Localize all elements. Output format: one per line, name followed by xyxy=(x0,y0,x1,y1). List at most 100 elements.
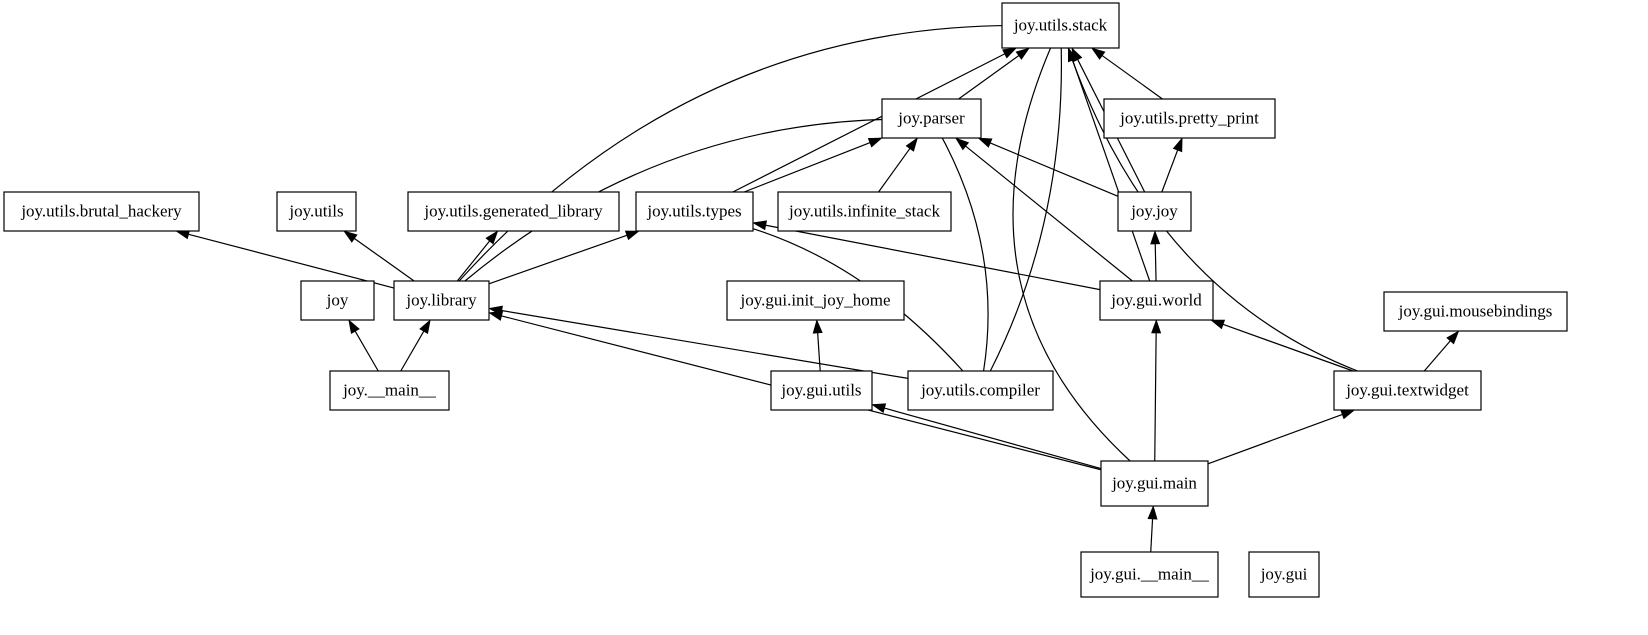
edge-gui_world-to-utils_types xyxy=(752,220,1101,291)
edge-line xyxy=(488,234,629,285)
node-box[interactable] xyxy=(1248,551,1320,598)
node-label: joy.gui.__main__ xyxy=(1089,564,1209,583)
edge-arrowhead xyxy=(488,311,504,321)
edge-line xyxy=(1154,330,1157,462)
edge-line xyxy=(988,141,1119,197)
edge-line xyxy=(1012,37,1131,462)
node-library[interactable]: joy.library xyxy=(393,280,490,321)
node-box[interactable] xyxy=(3,191,200,232)
edge-arrowhead xyxy=(867,137,883,148)
node-utils_types[interactable]: joy.utils.types xyxy=(635,191,754,232)
edge-arrowhead xyxy=(485,230,499,245)
node-utils_brutal[interactable]: joy.utils.brutal_hackery xyxy=(3,191,200,232)
node-label: joy.gui.init_joy_home xyxy=(739,290,890,309)
edge-utils_types-to-utils_stack xyxy=(732,47,1018,193)
edge-line xyxy=(1207,413,1345,465)
node-box[interactable] xyxy=(276,191,357,232)
node-utils_compiler[interactable]: joy.utils.compiler xyxy=(907,370,1054,411)
node-label: joy.utils.generated_library xyxy=(423,201,603,220)
edges-layer xyxy=(175,20,1460,553)
node-box[interactable] xyxy=(1080,551,1219,598)
edge-arrowhead xyxy=(624,230,640,241)
node-box[interactable] xyxy=(777,191,952,232)
node-joy_main[interactable]: joy.__main__ xyxy=(329,370,450,411)
edge-library-to-utils_genlib xyxy=(456,230,499,282)
edge-line xyxy=(1154,241,1157,282)
node-box[interactable] xyxy=(635,191,754,232)
edge-utils_compiler-to-utils_stack xyxy=(989,34,1066,372)
node-utils_pretty_print[interactable]: joy.utils.pretty_print xyxy=(1103,98,1276,139)
node-label: joy.gui.textwidget xyxy=(1345,380,1469,399)
node-box[interactable] xyxy=(407,191,620,232)
node-box[interactable] xyxy=(1117,191,1192,232)
node-gui_init_home[interactable]: joy.gui.init_joy_home xyxy=(726,280,905,321)
edge-line xyxy=(352,236,415,282)
node-label: joy.utils.brutal_hackery xyxy=(20,201,182,220)
edge-gui_dunder_main-to-gui_main xyxy=(1147,505,1158,553)
node-box[interactable] xyxy=(1103,98,1276,139)
edge-line xyxy=(499,309,909,379)
edge-line xyxy=(464,118,894,282)
node-label: joy.gui.world xyxy=(1110,290,1202,309)
edge-line xyxy=(186,233,395,289)
node-box[interactable] xyxy=(393,280,490,321)
edge-line xyxy=(1150,516,1154,553)
node-box[interactable] xyxy=(881,98,982,139)
edge-line xyxy=(1071,58,1151,282)
edge-library-to-utils_brutal xyxy=(175,229,395,289)
node-gui_utils[interactable]: joy.gui.utils xyxy=(770,370,873,411)
edge-arrowhead xyxy=(1151,319,1162,334)
edge-utils_types-to-parser xyxy=(743,137,883,193)
node-parser[interactable]: joy.parser xyxy=(881,98,982,139)
node-label: joy.joy xyxy=(1130,201,1178,220)
node-box[interactable] xyxy=(329,370,450,411)
node-box[interactable] xyxy=(1001,2,1120,49)
node-label: joy.utils xyxy=(288,201,343,220)
node-label: joy.utils.pretty_print xyxy=(1119,108,1259,127)
node-utils_genlib[interactable]: joy.utils.generated_library xyxy=(407,191,620,232)
node-label: joy.library xyxy=(405,290,477,309)
edge-line xyxy=(1161,148,1179,193)
edge-line xyxy=(763,224,1101,291)
node-gui_main[interactable]: joy.gui.main xyxy=(1100,460,1209,507)
edge-gui_textwidget-to-gui_mousebindings xyxy=(1423,330,1460,372)
node-label: joy.gui xyxy=(1260,564,1308,583)
edge-utils_pretty_print-to-utils_stack xyxy=(1090,47,1163,100)
node-box[interactable] xyxy=(907,370,1054,411)
edge-arrowhead xyxy=(752,220,768,231)
node-label: joy.utils.stack xyxy=(1013,15,1108,34)
node-joy_gui[interactable]: joy.gui xyxy=(1248,551,1320,598)
node-gui_textwidget[interactable]: joy.gui.textwidget xyxy=(1333,370,1482,411)
node-utils_stack[interactable]: joy.utils.stack xyxy=(1001,2,1120,49)
node-joy_joy[interactable]: joy.joy xyxy=(1117,191,1192,232)
edge-gui_main-to-gui_utils xyxy=(871,403,1102,470)
node-gui_world[interactable]: joy.gui.world xyxy=(1099,280,1214,321)
node-utils[interactable]: joy.utils xyxy=(276,191,357,232)
node-box[interactable] xyxy=(1099,280,1214,321)
edge-line xyxy=(1063,37,1358,372)
edge-arrowhead xyxy=(1340,409,1356,420)
node-box[interactable] xyxy=(1333,370,1482,411)
edge-utils_inf_stack-to-parser xyxy=(878,137,918,193)
node-gui_mousebindings[interactable]: joy.gui.mousebindings xyxy=(1383,291,1568,332)
edge-arrowhead xyxy=(343,230,358,243)
edge-line xyxy=(400,329,426,372)
node-utils_inf_stack[interactable]: joy.utils.infinite_stack xyxy=(777,191,952,232)
node-box[interactable] xyxy=(300,280,375,321)
node-label: joy.parser xyxy=(897,108,965,127)
node-box[interactable] xyxy=(726,280,905,321)
node-box[interactable] xyxy=(1383,291,1568,332)
edge-line xyxy=(353,329,379,372)
edge-arrowhead xyxy=(1446,330,1460,345)
edge-joy_joy-to-utils_pretty_print xyxy=(1161,137,1183,193)
node-gui_dunder_main[interactable]: joy.gui.__main__ xyxy=(1080,551,1219,598)
node-box[interactable] xyxy=(770,370,873,411)
edge-line xyxy=(743,141,872,193)
node-label: joy.gui.main xyxy=(1111,473,1197,492)
edge-line xyxy=(742,224,964,372)
node-label: joy.utils.types xyxy=(646,201,741,220)
node-box[interactable] xyxy=(1100,460,1209,507)
node-joy[interactable]: joy xyxy=(300,280,375,321)
edge-line xyxy=(1100,53,1163,100)
